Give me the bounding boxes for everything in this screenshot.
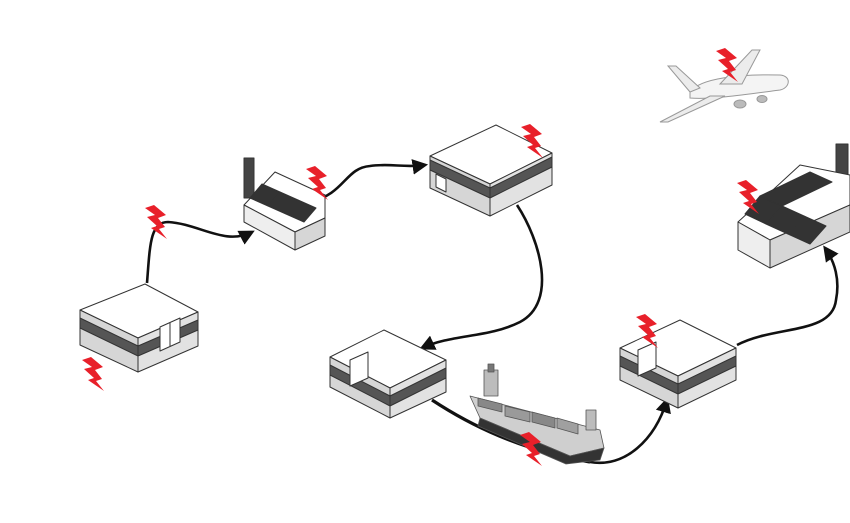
- warehouse-origin: [79, 283, 199, 373]
- arrow-ship-to-port-destination: [589, 397, 671, 465]
- arrow-port-to-factory2: [736, 245, 839, 347]
- disruption-bolt-icon: [82, 357, 104, 391]
- distribution-center: [429, 124, 553, 217]
- container-ship-icon: [469, 363, 605, 465]
- airplane-icon: [659, 49, 789, 123]
- arrow-distribution-to-port: [419, 204, 544, 350]
- arrow-factory1-to-distribution: [309, 159, 429, 204]
- warehouse-port-destination: [619, 319, 737, 409]
- arrow-warehouse-to-factory1: [145, 220, 255, 284]
- warehouse-port-origin: [329, 329, 447, 419]
- factory-1: [243, 157, 326, 251]
- factory-2: [737, 143, 850, 269]
